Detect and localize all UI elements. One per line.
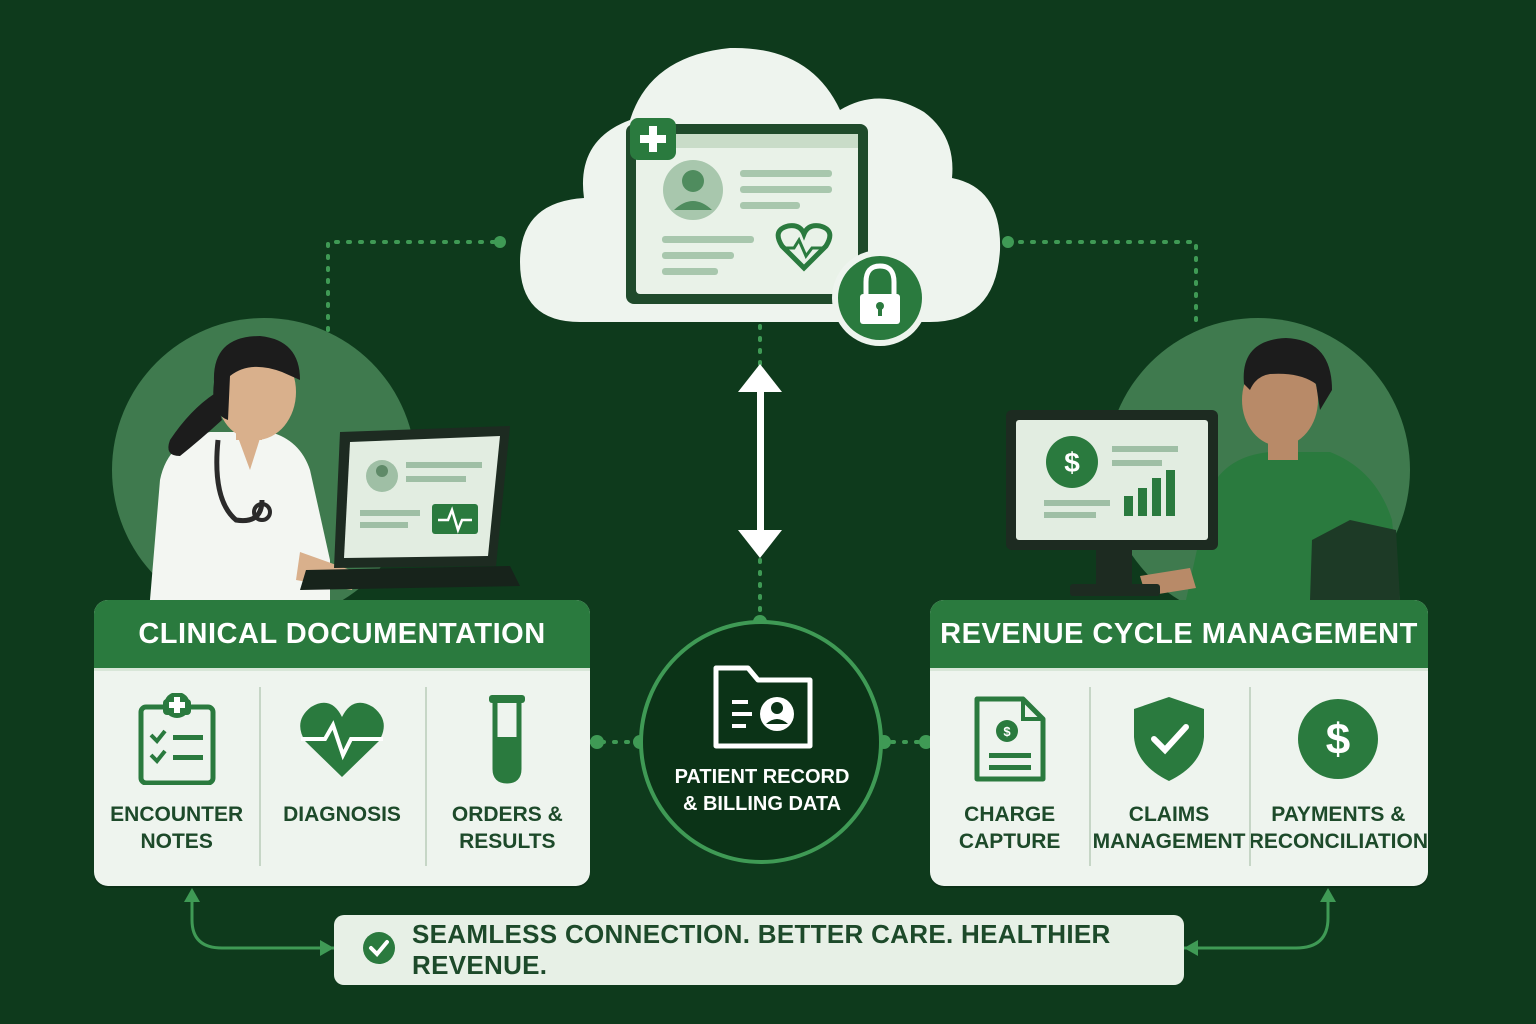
payments-reconciliation-label: PAYMENTS & RECONCILIATION (1248, 803, 1428, 853)
hub-label: PATIENT RECORD & BILLING DATA (674, 766, 850, 815)
revenue-cycle-panel: REVENUE CYCLE MANAGEMENT $ CHARGE CAPTUR… (930, 600, 1428, 886)
payments-reconciliation-item[interactable]: $ PAYMENTS & RECONCILIATION (1248, 671, 1428, 886)
shield-check-icon (1132, 693, 1206, 785)
charge-capture-item[interactable]: $ CHARGE CAPTURE (930, 671, 1089, 886)
document-icon: $ (973, 693, 1047, 785)
encounter-notes-label: ENCOUNTER NOTES (110, 803, 244, 853)
monitor-illustration: $ (1006, 410, 1218, 596)
encounter-notes-item[interactable]: ENCOUNTER NOTES (94, 671, 259, 886)
revenue-cycle-title: REVENUE CYCLE MANAGEMENT (930, 600, 1428, 671)
data-hub-circle (639, 620, 883, 864)
orders-results-item[interactable]: ORDERS & RESULTS (424, 671, 590, 886)
svg-text:$: $ (1003, 724, 1011, 739)
bottom-arrowheads (184, 888, 1336, 956)
dollar-coin-icon: $ (1297, 693, 1379, 785)
diagnosis-item[interactable]: DIAGNOSIS (259, 671, 424, 886)
diagnosis-label: DIAGNOSIS (283, 803, 401, 826)
heart-pulse-icon (775, 223, 833, 272)
specialist-illustration (1140, 338, 1400, 600)
bottom-arrows (190, 900, 1330, 950)
test-tube-icon (485, 693, 529, 785)
heart-pulse-icon (297, 693, 387, 785)
laptop-illustration (300, 426, 520, 590)
claims-management-label: CLAIMS MANAGEMENT (1092, 803, 1246, 853)
lock-icon (832, 250, 928, 346)
check-circle-icon (362, 931, 396, 970)
svg-text:$: $ (1064, 447, 1080, 478)
claims-management-item[interactable]: CLAIMS MANAGEMENT (1089, 671, 1248, 886)
orders-results-label: ORDERS & RESULTS (451, 803, 563, 853)
tagline-banner: SEAMLESS CONNECTION. BETTER CARE. HEALTH… (334, 915, 1184, 985)
clipboard-checklist-icon (135, 693, 219, 785)
medical-plus-badge-icon (630, 118, 676, 160)
svg-text:$: $ (1326, 715, 1350, 764)
patient-folder-icon (713, 665, 813, 749)
charge-capture-label: CHARGE CAPTURE (958, 803, 1061, 853)
clinical-documentation-title: CLINICAL DOCUMENTATION (94, 600, 590, 671)
clinical-documentation-panel: CLINICAL DOCUMENTATION ENCOUNTER NOTES (94, 600, 590, 886)
tagline-text: SEAMLESS CONNECTION. BETTER CARE. HEALTH… (412, 919, 1111, 980)
sync-arrow-icon (738, 364, 782, 558)
patient-record-window-icon (626, 124, 868, 304)
